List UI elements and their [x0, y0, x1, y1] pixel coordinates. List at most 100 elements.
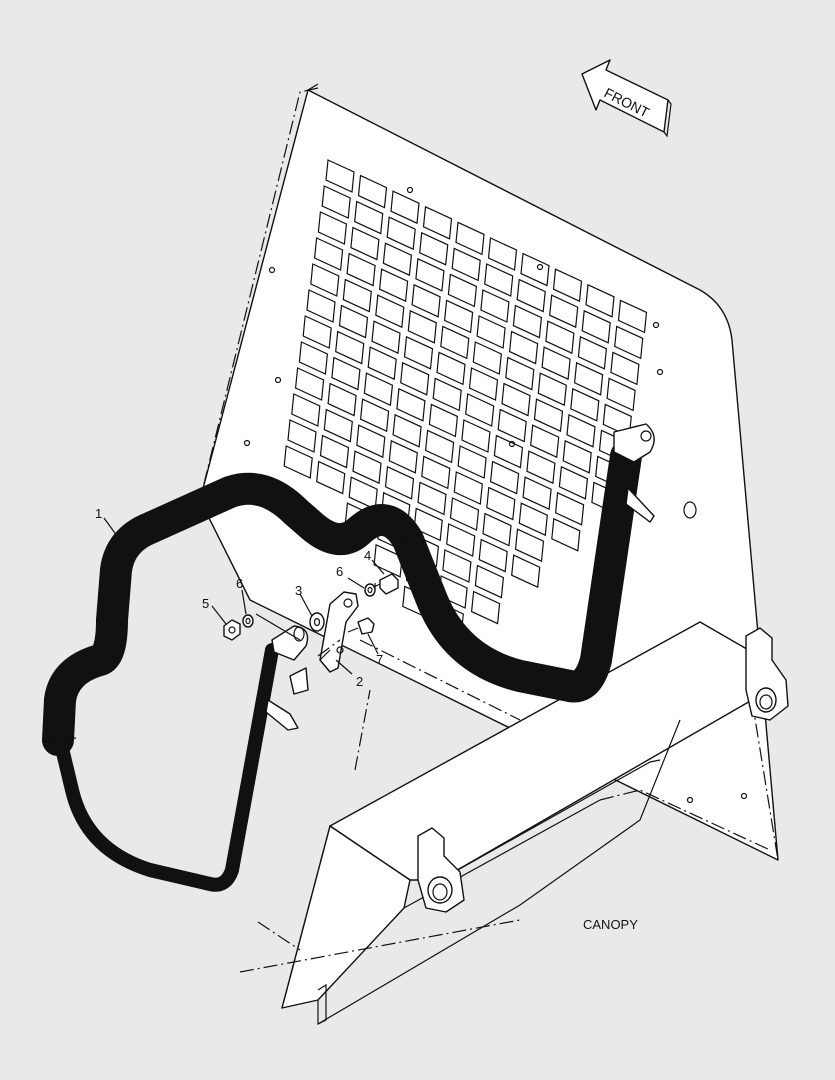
grille-opening — [335, 330, 365, 365]
grille-opening — [403, 335, 434, 370]
grille-opening — [478, 538, 508, 573]
grille-opening — [415, 257, 445, 292]
grille-opening — [346, 252, 376, 287]
callout-leaders — [103, 517, 385, 675]
grille-opening — [302, 315, 332, 349]
grab-handle — [41, 440, 642, 892]
grille-opening — [489, 460, 520, 495]
grille-opening — [512, 304, 543, 339]
nut-part-5 — [223, 619, 241, 641]
grille-opening — [533, 398, 564, 433]
washer-part-6-right — [364, 583, 376, 597]
callout-6-right: 6 — [336, 564, 343, 579]
grille-opening — [472, 341, 502, 375]
grille-opening — [505, 356, 535, 391]
grille-opening — [436, 351, 466, 386]
callout-5: 5 — [202, 596, 209, 611]
grille-opening — [610, 351, 640, 386]
grille-opening — [552, 268, 583, 303]
grille-opening — [392, 413, 422, 448]
grille-opening — [480, 289, 510, 323]
grille-opening — [367, 346, 397, 381]
grille-opening — [449, 497, 480, 531]
grille-opening — [537, 372, 567, 407]
grille-opening — [570, 387, 600, 422]
grille-opening — [287, 419, 317, 453]
grille-opening — [526, 450, 556, 485]
grille-opening — [562, 439, 592, 474]
front-direction-arrow: FRONT — [581, 59, 672, 138]
grille-opening — [453, 471, 483, 505]
grille-opening — [298, 341, 329, 375]
grille-opening — [419, 231, 449, 266]
grille-opening — [451, 247, 481, 282]
grille-opening — [375, 294, 405, 329]
hinge-bracket-right — [745, 627, 789, 721]
grille-opening — [585, 283, 615, 318]
grille-opening — [501, 382, 531, 417]
grille-opening — [465, 393, 495, 427]
grille-opening — [363, 372, 394, 407]
grille-opening — [470, 590, 501, 625]
grille-opening — [382, 242, 413, 277]
grille-opening — [291, 393, 321, 427]
grille-opening — [440, 325, 470, 360]
grille-opening — [378, 268, 409, 303]
grille-opening — [424, 429, 455, 464]
grille-opening — [482, 512, 512, 547]
washer-part-6-left — [242, 614, 254, 628]
grille-opening — [350, 226, 380, 261]
grille-opening — [573, 361, 604, 396]
grille-opening — [373, 543, 403, 578]
grille-opening — [306, 289, 336, 323]
grille-opening — [558, 465, 589, 500]
grille-opening — [468, 367, 499, 401]
grille-opening — [484, 263, 514, 297]
grille-opening — [447, 273, 478, 308]
grille-opening — [516, 278, 546, 313]
handle-mount-plate-right — [613, 423, 655, 523]
grille-opening — [386, 216, 416, 251]
grille-opening — [321, 185, 351, 219]
grille-opening — [442, 549, 472, 583]
grille-opening — [522, 476, 552, 511]
grille-opening — [428, 403, 459, 438]
grille-opening — [474, 564, 505, 599]
grille-opening — [520, 252, 550, 287]
grille-opening — [371, 320, 401, 355]
grille-opening — [342, 278, 372, 313]
grille-opening — [549, 294, 579, 329]
handle-mount-plate-left — [265, 625, 309, 731]
grille-opening — [400, 361, 430, 396]
grille-opening — [283, 445, 313, 479]
grille-opening — [530, 424, 560, 459]
grille-opening — [417, 481, 447, 516]
grille-opening — [319, 434, 350, 469]
grille-opening — [338, 304, 369, 339]
grille-opening — [352, 450, 382, 485]
assembly-label: CANOPY — [583, 917, 638, 932]
grille-opening — [486, 486, 516, 521]
grille-opening — [614, 325, 644, 360]
grille-opening — [541, 346, 571, 381]
grille-opening — [446, 523, 476, 557]
grille-opening — [411, 283, 441, 318]
grille-opening — [497, 408, 527, 443]
grille-opening — [432, 377, 462, 412]
callout-6-left: 6 — [236, 576, 243, 591]
grille-opening — [421, 455, 451, 490]
grille-opening — [581, 309, 611, 344]
grille-opening — [476, 315, 506, 349]
grille-opening — [354, 200, 384, 235]
grille-opening — [577, 335, 608, 370]
grille-opening — [323, 408, 353, 443]
grille-opening — [461, 419, 491, 453]
grille-opening — [396, 387, 426, 422]
grille-opening — [294, 367, 325, 401]
grille-opening — [606, 377, 636, 412]
grille-opening — [566, 413, 596, 448]
grille-opening — [316, 460, 346, 495]
grille-opening — [317, 211, 348, 245]
grille-opening — [422, 205, 453, 240]
